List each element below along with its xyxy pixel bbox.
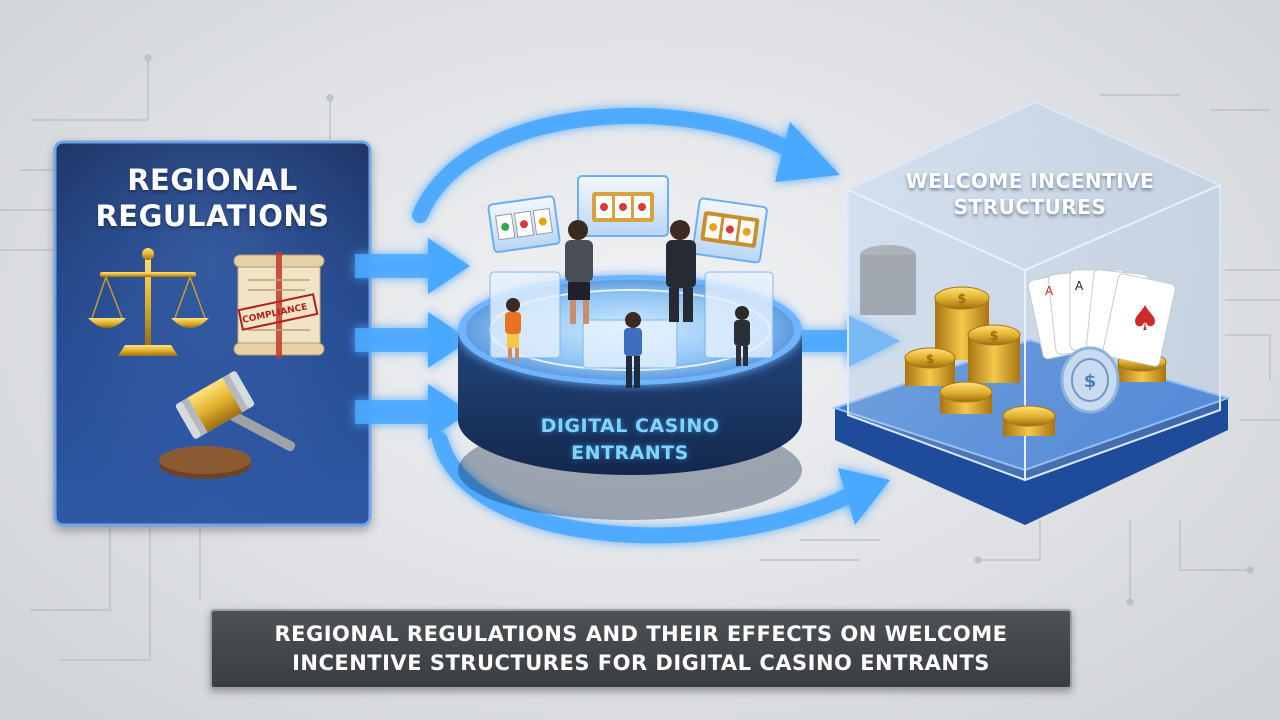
compliance-scroll-icon <box>233 252 325 358</box>
digital-casino-entrants-title: DIGITAL CASINO ENTRANTS <box>540 415 720 464</box>
svg-text:♠: ♠ <box>1130 299 1160 339</box>
svg-text:$: $ <box>1084 371 1097 392</box>
person-icon <box>734 306 750 366</box>
person-icon <box>505 298 521 360</box>
person-icon <box>565 220 593 324</box>
slot-machine-icon <box>691 197 768 264</box>
svg-text:$: $ <box>957 292 966 307</box>
caption-text: REGIONAL REGULATIONS AND THEIR EFFECTS O… <box>274 622 1008 675</box>
slot-screens <box>487 175 774 369</box>
regional-regulations-title: REGIONAL REGULATIONS <box>95 163 330 233</box>
regional-regulations-panel <box>53 140 372 527</box>
svg-text:A: A <box>1075 279 1084 293</box>
gavel-icon <box>159 371 296 479</box>
grey-chip-stack <box>860 245 916 315</box>
welcome-incentive-structures-title: WELCOME INCENTIVE STRUCTURES <box>905 169 1155 219</box>
arrow-head <box>775 122 840 182</box>
scales-of-justice-icon <box>88 248 209 356</box>
circuit-lines <box>0 54 1280 661</box>
svg-text:$: $ <box>926 352 934 366</box>
caption-banner: REGIONAL REGULATIONS AND THEIR EFFECTS O… <box>210 609 1072 689</box>
slot-machine-icon <box>577 175 669 237</box>
svg-text:$: $ <box>989 329 998 344</box>
svg-text:A: A <box>1045 284 1054 298</box>
person-icon <box>666 220 696 322</box>
playing-cards-icon: ♠ A A <box>1027 269 1176 367</box>
person-icon <box>624 312 642 388</box>
slot-machine-icon <box>487 195 561 254</box>
arrow-icon <box>412 108 798 223</box>
poker-chip-icon: $ <box>1060 346 1120 414</box>
people-figures <box>505 220 750 388</box>
